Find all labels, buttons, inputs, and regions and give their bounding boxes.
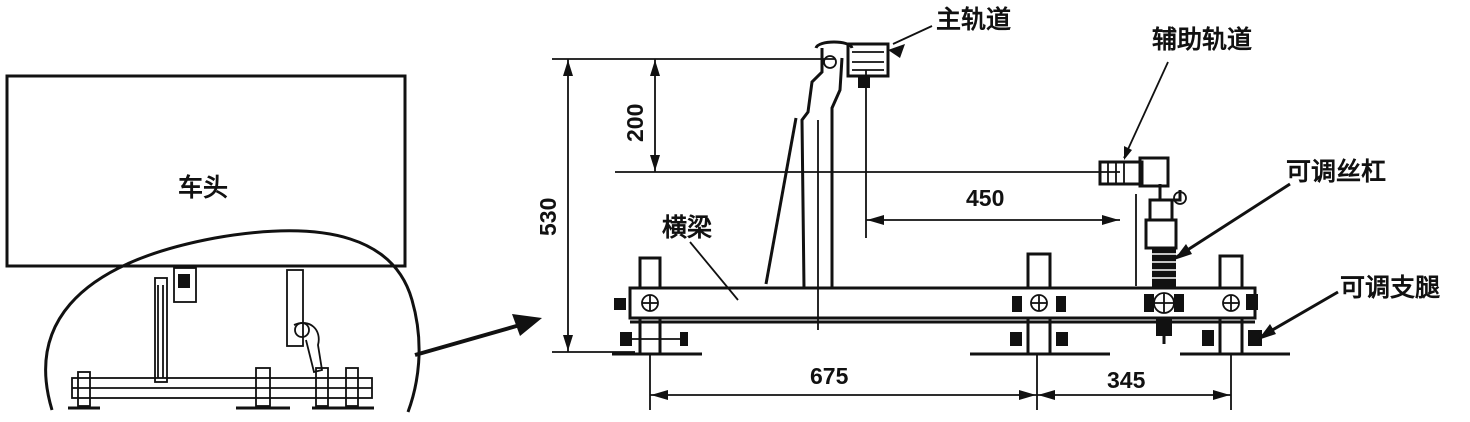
leg-2 — [970, 252, 1110, 356]
aux-track-leader — [1123, 61, 1169, 159]
dim-530: 530 — [535, 58, 835, 353]
dim-530-text: 530 — [535, 198, 561, 236]
right-detail: 530 200 450 — [535, 5, 1440, 410]
left-post-b — [286, 269, 304, 347]
leg-leader — [1261, 290, 1339, 338]
leg-label: 可调支腿 — [1340, 273, 1440, 302]
dim-450-text: 450 — [966, 185, 1004, 211]
main-track-clamp — [846, 42, 890, 78]
arrow-to-detail — [414, 314, 542, 357]
leg-1 — [612, 256, 702, 356]
aux-track-assembly — [1098, 156, 1187, 286]
left-feet — [68, 367, 374, 410]
main-track-label: 主轨道 — [936, 5, 1011, 34]
left-post-a — [154, 277, 168, 383]
screw-label: 可调丝杠 — [1286, 157, 1386, 186]
adjustable-screw — [1152, 248, 1176, 288]
leg-4 — [1180, 254, 1290, 356]
dim-345-text: 345 — [1107, 367, 1146, 393]
main-track-leader — [892, 25, 933, 45]
leg-3 — [1144, 292, 1184, 344]
dim-200-text: 200 — [622, 104, 648, 142]
beam-label: 横梁 — [662, 213, 712, 242]
dim-200: 200 — [615, 59, 1120, 173]
cab-label: 车头 — [178, 173, 228, 202]
screw-leader — [1174, 182, 1291, 260]
main-post — [764, 40, 905, 330]
dim-bottom: 675 345 — [649, 354, 1232, 410]
dim-450: 450 — [865, 70, 1120, 238]
left-bracket-a — [173, 267, 197, 303]
aux-track-label: 辅助轨道 — [1152, 25, 1252, 54]
left-overview: 车头 — [5, 74, 421, 413]
dim-675-text: 675 — [810, 363, 849, 389]
detail-oval — [44, 229, 421, 413]
beam-leader — [689, 241, 739, 301]
cab-box — [5, 74, 407, 268]
